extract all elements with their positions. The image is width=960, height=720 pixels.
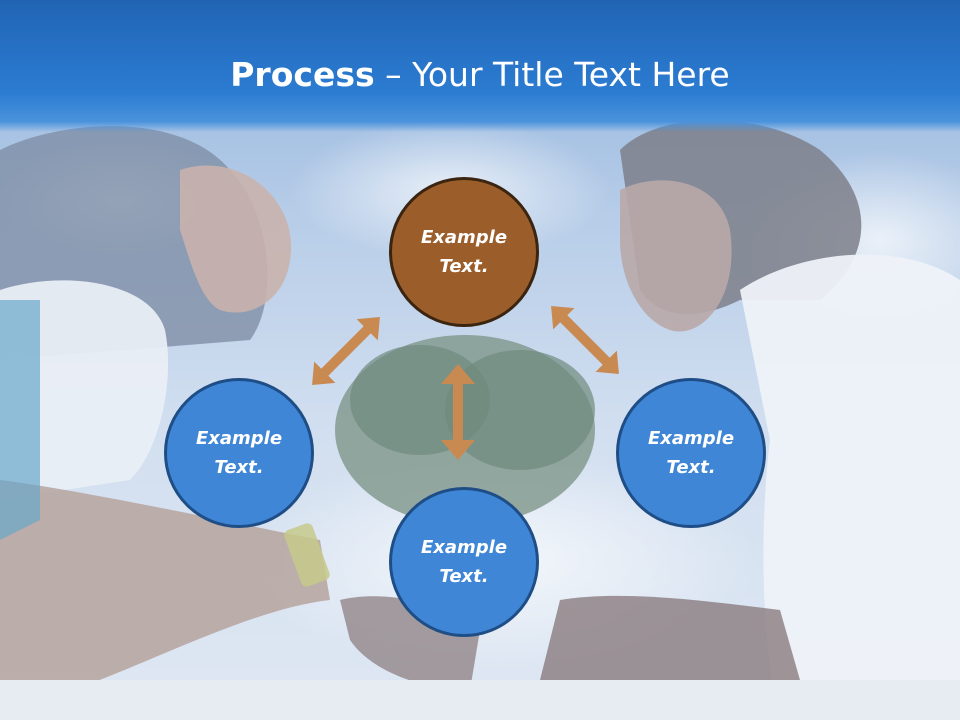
process-node-bottom[interactable]: Example Text. (389, 487, 539, 637)
node-bottom-label: Example Text. (420, 537, 508, 587)
process-node-left[interactable]: Example Text. (164, 378, 314, 528)
slide-title[interactable]: Process – Your Title Text Here (0, 50, 960, 100)
node-right-label: Example Text. (647, 428, 735, 478)
node-top-label: Example Text. (420, 227, 508, 277)
process-node-top[interactable]: Example Text. (389, 177, 539, 327)
process-node-right[interactable]: Example Text. (616, 378, 766, 528)
node-left-label: Example Text. (195, 428, 283, 478)
arrow-vertical (441, 364, 475, 460)
title-bold: Process (230, 55, 375, 94)
title-rest: – Your Title Text Here (374, 55, 730, 94)
arrow-top-left (312, 317, 380, 385)
title-bar (0, 0, 960, 132)
arrow-top-right (551, 306, 619, 374)
